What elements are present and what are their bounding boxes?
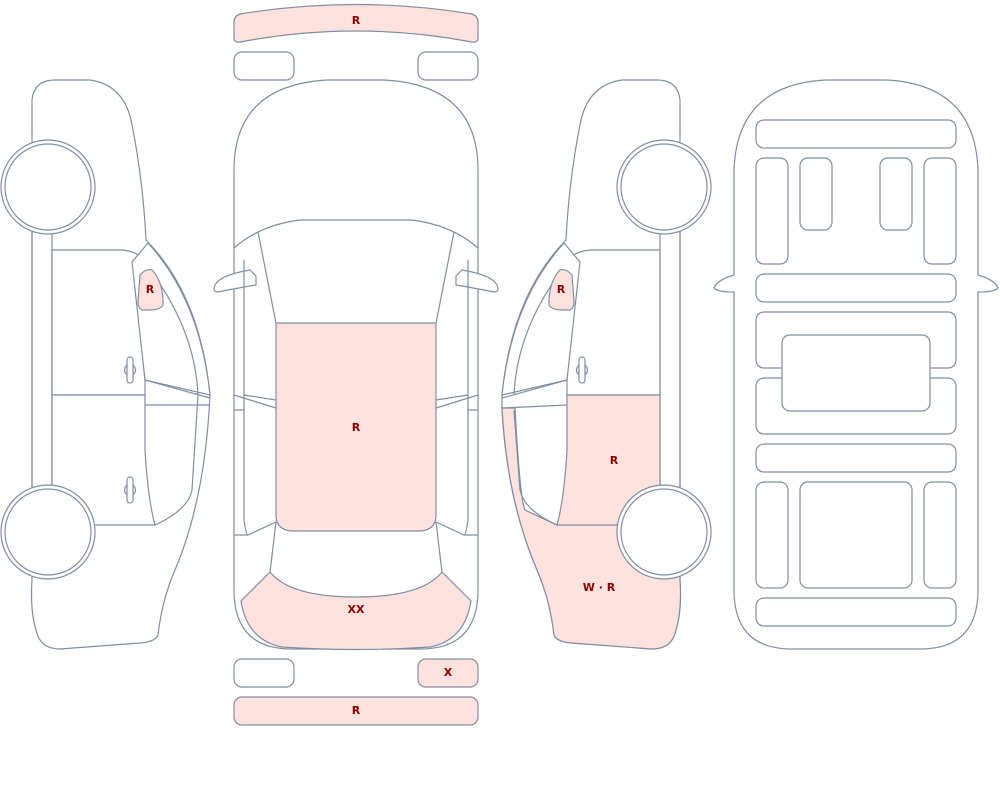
left-front-door-handle	[126, 356, 134, 384]
right-mirror-top	[455, 269, 499, 293]
right-rear-arch-line	[513, 409, 558, 526]
right-rear-wheel	[620, 488, 708, 576]
left-a-pillar	[257, 231, 277, 324]
right-windshield-pillar	[501, 242, 581, 396]
right-side-view: W · R R R	[501, 79, 712, 650]
right-mirror-mark: R	[557, 283, 566, 296]
rear-bumper-mark: R	[352, 704, 361, 717]
top-view: R R XX X R	[213, 3, 499, 726]
left-front-handle-ring	[123, 364, 137, 376]
front-hood-line	[233, 219, 479, 249]
underbody-panel-12	[799, 481, 913, 589]
right-rail-split	[464, 409, 478, 536]
right-a-pillar	[435, 231, 455, 324]
left-belt-line	[144, 379, 211, 399]
left-rear-wheel	[4, 488, 92, 576]
right-front-handle-ring	[575, 364, 589, 376]
left-windshield-pillar	[131, 242, 211, 396]
roof-mark: R	[352, 421, 361, 434]
roof-panel	[275, 322, 437, 532]
left-rear-handle-ring	[123, 484, 137, 496]
right-mirror	[548, 268, 575, 311]
left-rear-door-handle	[126, 476, 134, 504]
rear-lamp-right-mark: X	[444, 666, 453, 679]
underbody-panel-13	[923, 481, 957, 589]
underbody-panel-10	[755, 443, 957, 473]
front-lamp-left	[233, 51, 295, 81]
rear-bumper	[233, 696, 479, 726]
right-rear-door-mark: R	[610, 454, 619, 467]
front-bumper	[233, 3, 479, 43]
left-mirror	[137, 268, 164, 311]
underbody-panel-9	[781, 334, 931, 412]
underbody-view	[713, 79, 999, 650]
underbody-panel-5	[923, 157, 957, 265]
right-rear-quarter	[501, 407, 682, 650]
left-rail-split	[234, 409, 248, 536]
right-belt-line	[501, 379, 568, 399]
left-b-pillar	[233, 394, 277, 409]
rear-lamp-left	[233, 658, 295, 688]
left-front-wheel	[4, 143, 92, 231]
left-side-view: R	[0, 79, 211, 650]
right-b-pillar	[435, 394, 479, 409]
trunk-mark: XX	[348, 603, 365, 616]
underbody-panel-2	[755, 157, 789, 265]
underbody-panel-4	[879, 157, 913, 231]
left-mirror-top	[213, 269, 257, 293]
trunk-lid	[240, 571, 472, 651]
underbody-panel-3	[799, 157, 833, 231]
left-rear-arch-line	[154, 394, 199, 526]
rear-lamp-right	[417, 658, 479, 688]
right-front-wheel	[620, 143, 708, 231]
underbody-panel-1	[755, 119, 957, 149]
front-bumper-mark: R	[352, 14, 361, 27]
right-rear-quarter-mark: W · R	[583, 581, 616, 594]
rear-window-left	[269, 521, 277, 573]
underbody-panel-11	[755, 481, 789, 589]
underbody-panel-14	[755, 597, 957, 627]
front-lamp-right	[417, 51, 479, 81]
right-front-door-handle	[578, 356, 586, 384]
right-belt-line-2	[501, 404, 568, 409]
underbody-panel-6	[755, 273, 957, 303]
rear-window-right	[435, 521, 443, 573]
left-mirror-mark: R	[146, 283, 155, 296]
